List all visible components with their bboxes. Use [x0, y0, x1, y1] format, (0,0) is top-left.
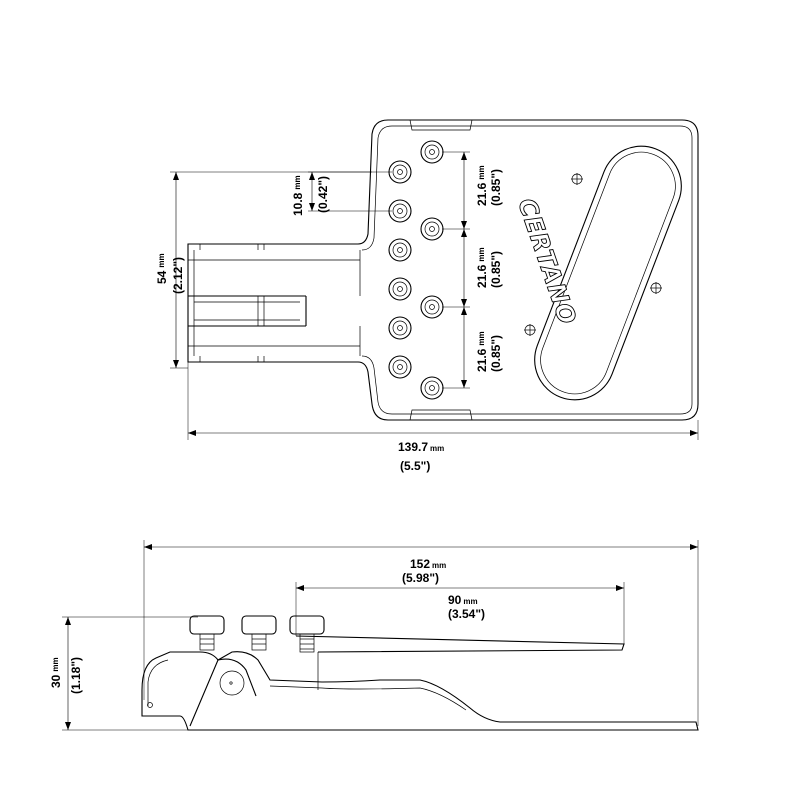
svg-text:139.7mm: 139.7mm — [398, 440, 444, 454]
svg-text:10.8mm: 10.8mm — [291, 175, 305, 216]
svg-text:54mm: 54mm — [155, 253, 169, 284]
dim-width: 54mm (2.12") — [155, 171, 372, 369]
top-view-arms — [187, 244, 361, 362]
mounting-holes — [524, 173, 662, 336]
side-view-base — [141, 651, 699, 731]
svg-text:(2.12"): (2.12") — [171, 257, 185, 294]
top-view: CERTANO 10.8mm (0.42") 21.6mm (0.85") 21… — [155, 119, 699, 473]
svg-text:(0.85"): (0.85") — [489, 251, 503, 288]
dim-string-spacing: 21.6mm (0.85") 21.6mm (0.85") 21.6mm (0.… — [442, 151, 503, 389]
svg-text:(0.85"): (0.85") — [489, 335, 503, 372]
brand-logo: CERTANO — [512, 195, 581, 329]
svg-text:(0.42"): (0.42") — [316, 176, 330, 213]
saddle-screw-heads — [388, 140, 444, 400]
svg-text:(5.98"): (5.98") — [402, 571, 439, 585]
top-view-plate-outline — [187, 119, 699, 421]
svg-text:21.6mm: 21.6mm — [475, 165, 489, 206]
dim-height: 30mm (1.18") — [49, 616, 198, 731]
svg-text:21.6mm: 21.6mm — [475, 247, 489, 288]
pickup-outline — [534, 145, 682, 401]
svg-text:(0.85"): (0.85") — [489, 169, 503, 206]
dim-hole-spacing: 10.8mm (0.42") — [291, 171, 392, 216]
svg-text:(5.5"): (5.5") — [400, 459, 430, 473]
svg-text:(1.18"): (1.18") — [69, 657, 83, 694]
svg-text:30mm: 30mm — [49, 657, 63, 688]
side-view-top-plate — [295, 635, 625, 653]
svg-text:21.6mm: 21.6mm — [475, 331, 489, 372]
svg-text:(3.54"): (3.54") — [448, 607, 485, 621]
side-view-screws — [189, 615, 325, 653]
